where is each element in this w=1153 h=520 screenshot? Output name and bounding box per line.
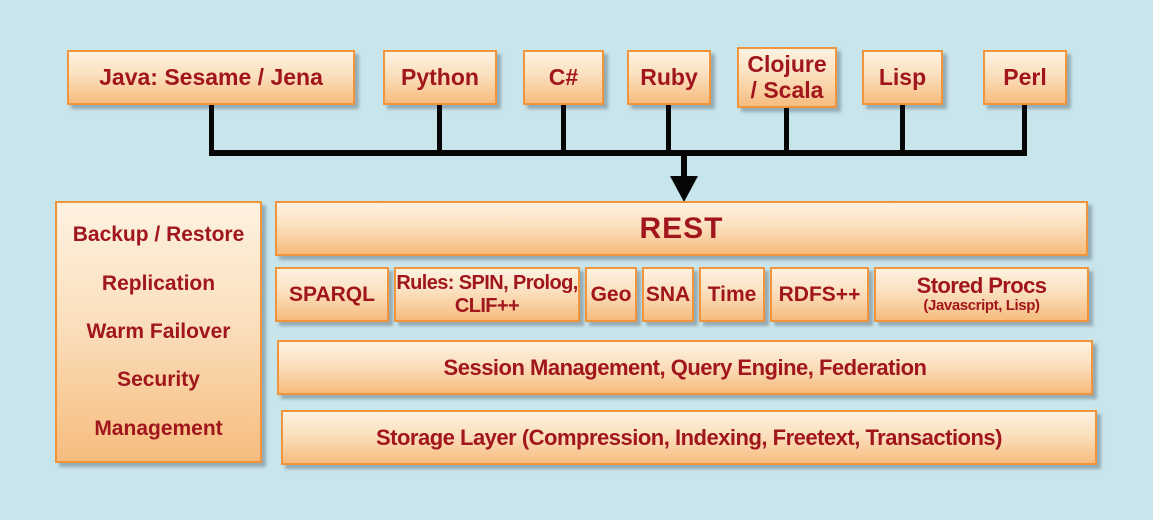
storage-layer-box: Storage Layer (Compression, Indexing, Fr… — [281, 410, 1097, 465]
service-label: SNA — [645, 282, 691, 306]
client-box-lisp: Lisp — [862, 50, 943, 105]
service-label: Geo — [590, 282, 632, 306]
service-label: SPARQL — [289, 282, 375, 306]
admin-item-warm-failover: Warm Failover — [86, 319, 231, 343]
services-row: SPARQL Rules: SPIN, Prolog, CLIF++ Geo S… — [275, 267, 1089, 322]
client-label: Java: Sesame / Jena — [99, 63, 323, 90]
down-arrow-icon — [670, 176, 698, 202]
service-geo: Geo — [585, 267, 637, 322]
connector-drop-ruby — [666, 105, 671, 151]
connector-bus — [209, 150, 1027, 156]
admin-item-management: Management — [94, 416, 223, 440]
admin-item-replication: Replication — [101, 271, 216, 295]
client-box-java: Java: Sesame / Jena — [67, 50, 355, 105]
client-label: Ruby — [640, 63, 698, 90]
service-sublabel: (Javascript, Lisp) — [923, 297, 1040, 315]
client-label: C# — [548, 63, 579, 90]
client-label: Python — [401, 63, 479, 90]
client-label: Lisp — [878, 63, 927, 90]
connector-drop-java — [209, 105, 214, 151]
storage-label: Storage Layer (Compression, Indexing, Fr… — [375, 424, 1003, 450]
admin-item-security: Security — [117, 368, 200, 392]
connector-drop-lisp — [900, 105, 905, 151]
client-box-python: Python — [383, 50, 497, 105]
rest-box: REST — [275, 201, 1088, 256]
service-sna: SNA — [642, 267, 694, 322]
session-management-box: Session Management, Query Engine, Federa… — [277, 340, 1093, 395]
session-label: Session Management, Query Engine, Federa… — [443, 354, 927, 380]
client-box-perl: Perl — [983, 50, 1067, 105]
service-label: RDFS++ — [778, 282, 861, 306]
connector-drop-perl — [1022, 105, 1027, 151]
service-sparql: SPARQL — [275, 267, 389, 322]
down-arrow-stem — [681, 156, 687, 178]
connector-drop-clojure — [784, 108, 789, 151]
service-stored-procs: Stored Procs (Javascript, Lisp) — [874, 267, 1089, 322]
client-label: Clojure / Scala — [747, 51, 827, 103]
connector-drop-python — [437, 105, 442, 151]
service-time: Time — [699, 267, 765, 322]
service-label: Rules: SPIN, Prolog, CLIF++ — [396, 272, 578, 317]
connector-drop-csharp — [561, 105, 566, 151]
admin-box: Backup / Restore Replication Warm Failov… — [55, 201, 262, 463]
service-label: Stored Procs — [916, 272, 1047, 298]
client-box-csharp: C# — [523, 50, 604, 105]
admin-item-backup-restore: Backup / Restore — [72, 223, 245, 247]
service-label: Time — [707, 282, 757, 306]
rest-label: REST — [639, 211, 724, 245]
service-rdfs: RDFS++ — [770, 267, 869, 322]
client-label: Perl — [1003, 63, 1047, 90]
client-box-ruby: Ruby — [627, 50, 711, 105]
service-rules: Rules: SPIN, Prolog, CLIF++ — [394, 267, 580, 322]
client-box-clojure-scala: Clojure / Scala — [737, 47, 837, 108]
